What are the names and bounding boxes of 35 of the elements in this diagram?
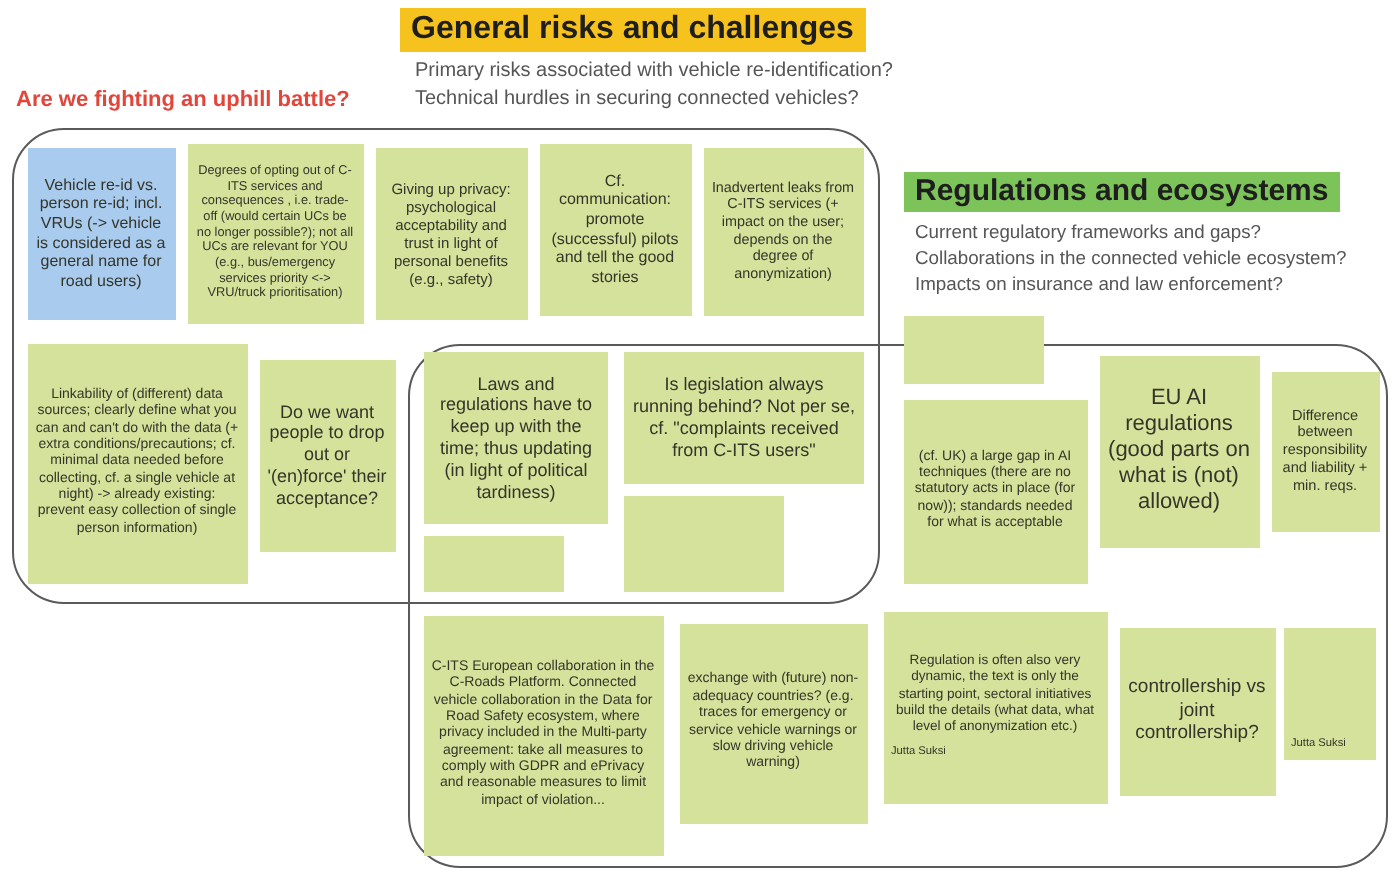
sticky-note <box>904 316 1044 384</box>
sticky-note <box>27 147 175 319</box>
section-heading: General risks and challenges <box>399 7 866 51</box>
sticky-note <box>624 496 784 592</box>
subtitle: Primary risks associated with vehicle re-identification? <box>415 59 893 83</box>
note-text: Do we want people to drop out or '(en)force' their acceptance? <box>267 401 387 509</box>
sticky-note <box>703 147 863 315</box>
sticky-note <box>624 352 864 484</box>
subtitle: Technical hurdles in securing connected vehicles? <box>415 87 859 111</box>
sticky-note <box>1119 627 1275 795</box>
section-heading: Regulations and ecosystems <box>903 171 1341 213</box>
note-text: controllership vs joint controllership? <box>1127 676 1267 746</box>
note-text: Vehicle re-id vs. person re-id; incl. VRUs (-> vehicle is considered as a general name for road users) <box>35 175 167 291</box>
subtitle: Current regulatory frameworks and gaps? <box>915 219 1261 242</box>
note-text: EU AI regulations (good parts on what is (not) allowed) <box>1107 385 1251 517</box>
note-text: Laws and regulations have to keep up with the time; thus updating (in light of political tardiness) <box>437 373 595 503</box>
sticky-note <box>259 359 395 551</box>
note-text: Cf. communication: promote (successful) pilots and tell the good stories <box>549 171 681 287</box>
sticky-note <box>679 623 867 823</box>
sticky-note <box>423 615 663 855</box>
sticky-note <box>1099 355 1259 547</box>
sticky-note <box>883 611 1107 803</box>
sticky-note <box>187 143 363 323</box>
sticky-note <box>903 399 1087 583</box>
annotation-text: Are we fighting an uphill battle? <box>16 88 350 112</box>
subtitle: Collaborations in the connected vehicle ecosystem? <box>915 245 1347 268</box>
sticky-note <box>424 536 564 592</box>
subtitle: Impacts on insurance and law enforcement? <box>915 271 1283 294</box>
sticky-note <box>375 147 527 319</box>
sticky-note <box>1283 627 1375 759</box>
sticky-note <box>1271 371 1379 531</box>
sticky-note <box>27 343 247 583</box>
sticky-note <box>539 143 691 315</box>
note-text: Is legislation always running behind? Not per se, cf. "complaints received from C-ITS users" <box>632 374 856 462</box>
sticky-note <box>424 352 608 524</box>
